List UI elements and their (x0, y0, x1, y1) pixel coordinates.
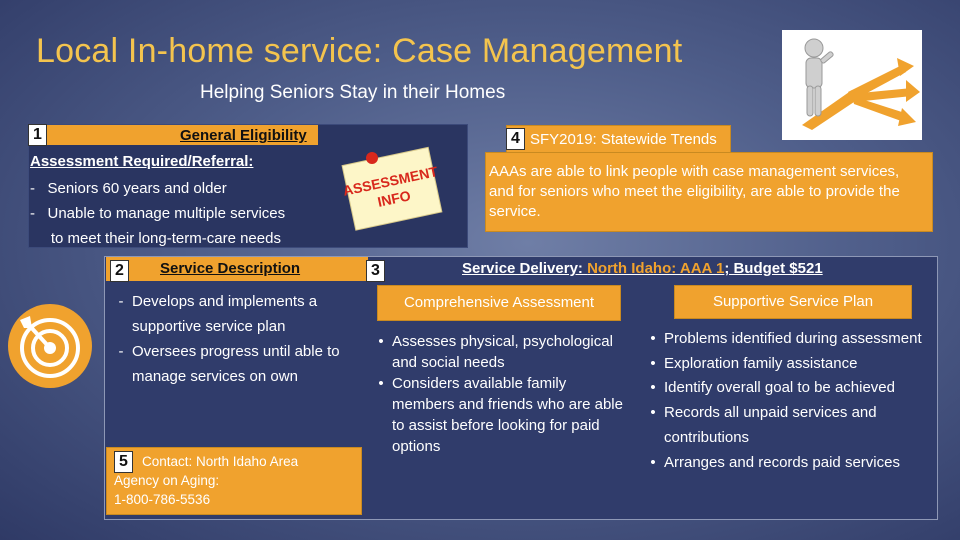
eligibility-header-bar (28, 125, 318, 145)
list-item: •Arranges and records paid services (642, 451, 932, 476)
section-number-1: 1 (28, 124, 47, 146)
crossroads-figure-image (782, 30, 922, 140)
supportive-service-plan-tab: Supportive Service Plan (674, 285, 912, 319)
list-item: •Records all unpaid services and contrib… (642, 401, 932, 450)
trends-panel (485, 152, 933, 232)
sticky-text-2: INFO (376, 187, 412, 210)
page-subtitle: Helping Seniors Stay in their Homes (200, 82, 506, 103)
list-item: •Exploration family assistance (642, 352, 932, 377)
section-number-5: 5 (114, 451, 133, 473)
service-description-list: -Develops and implements a supportive se… (110, 289, 360, 389)
list-item-text: Problems identified during assessment (664, 330, 922, 347)
list-item: -Develops and implements a supportive se… (110, 289, 360, 339)
contact-line-1: Contact: North Idaho Area (142, 454, 299, 469)
list-item-text: Exploration family assistance (664, 354, 858, 372)
assessment-list: •Assesses physical, psychological and so… (370, 331, 632, 457)
service-delivery-budget: ; Budget $521 (724, 260, 823, 277)
trends-text: AAAs are able to link people with case m… (489, 163, 900, 220)
page-title: Local In-home service: Case Management (36, 32, 683, 70)
list-item-text: Arranges and records paid services (664, 453, 900, 471)
trends-heading: SFY2019: Statewide Trends (530, 131, 717, 148)
list-item-text: Considers available family members and f… (392, 375, 623, 455)
list-item: -Oversees progress until able to manage … (110, 339, 360, 389)
list-item: •Problems identified during assessment (642, 327, 932, 352)
section-number-4: 4 (506, 128, 525, 150)
list-item-text: Records all unpaid services and contribu… (664, 404, 877, 446)
service-description-heading: Service Description (160, 260, 301, 277)
eligibility-heading: General Eligibility (180, 127, 307, 144)
contact-text: Contact: North Idaho Area Agency on Agin… (114, 452, 354, 509)
service-delivery-region: North Idaho: AAA 1 (587, 260, 725, 277)
assessment-referral-heading: Assessment Required/Referral: (30, 153, 254, 170)
list-item: - Seniors 60 years and older (30, 180, 227, 197)
section-number-3: 3 (366, 260, 385, 282)
list-item-text: Oversees progress until able to manage s… (132, 343, 340, 385)
comprehensive-assessment-label: Comprehensive Assessment (403, 294, 595, 311)
service-description-header-bar (106, 257, 368, 281)
list-item: to meet their long-term-care needs (30, 230, 281, 247)
list-item: •Identify overall goal to be achieved (642, 376, 932, 401)
service-delivery-heading: Service Delivery: North Idaho: AAA 1; Bu… (462, 260, 823, 277)
contact-line-2: Agency on Aging: (114, 473, 220, 488)
list-item: •Assesses physical, psychological and so… (370, 331, 632, 373)
comprehensive-assessment-tab: Comprehensive Assessment (377, 285, 621, 321)
list-item-text: Assesses physical, psychological and soc… (392, 333, 613, 371)
section-number-2: 2 (110, 260, 129, 282)
service-delivery-prefix: Service Delivery: (462, 260, 588, 277)
service-plan-list: •Problems identified during assessment •… (642, 327, 932, 475)
pushpin-icon (366, 152, 378, 164)
list-item-text: Identify overall goal to be achieved (664, 379, 895, 397)
eligibility-list: - Seniors 60 years and older - Unable to… (30, 176, 285, 251)
assessment-sticky-note-image: ASSESSMENT INFO (336, 144, 446, 234)
list-item-text: Develops and implements a supportive ser… (132, 293, 318, 335)
target-icon (6, 302, 94, 390)
contact-phone[interactable]: 1-800-786-5536 (114, 492, 211, 507)
list-item: •Considers available family members and … (370, 373, 632, 457)
contact-panel (106, 447, 362, 515)
list-item: - Unable to manage multiple services (30, 205, 286, 222)
supportive-service-plan-label: Supportive Service Plan (712, 293, 874, 310)
